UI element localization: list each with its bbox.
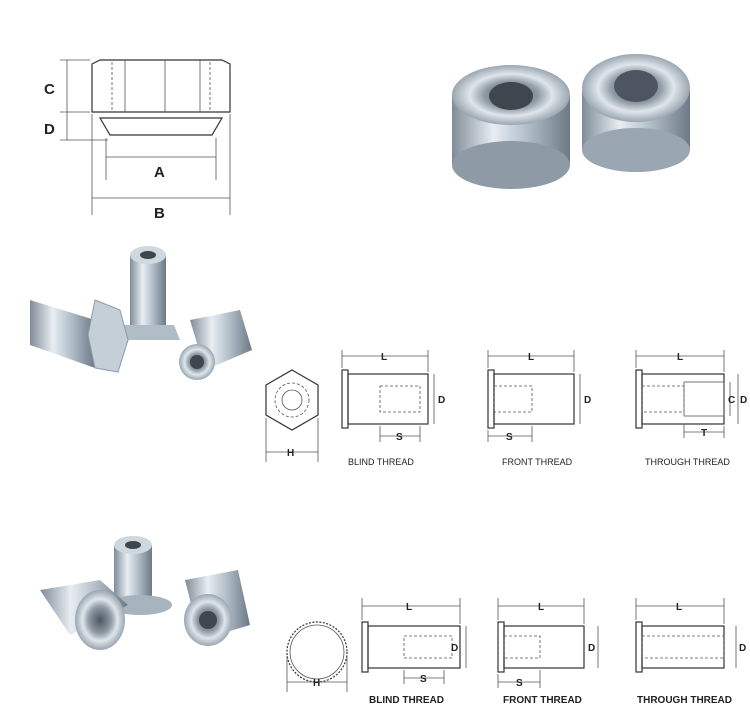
dimension-label: THROUGH THREAD xyxy=(637,695,732,706)
dimension-label: L xyxy=(381,352,387,363)
round-through-thread-drawing: L D THROUGH THREAD xyxy=(635,598,746,706)
dimension-label: D xyxy=(438,395,445,406)
dimension-label: D xyxy=(588,643,595,654)
self-clinching-nut-drawing: C D A B xyxy=(44,59,231,222)
hex-standoffs-photo xyxy=(30,246,252,380)
dimension-label: S xyxy=(396,432,403,443)
dimension-label: H xyxy=(287,448,294,459)
dimension-label: B xyxy=(154,205,165,222)
dimension-label: S xyxy=(420,674,427,685)
self-clinching-nuts-photo xyxy=(452,54,690,189)
hex-head-end-view: H xyxy=(265,369,319,462)
dimension-label: BLIND THREAD xyxy=(348,457,414,467)
dimension-label: D xyxy=(740,395,747,406)
round-standoffs-photo xyxy=(40,536,250,650)
round-front-thread-drawing: L D S FRONT THREAD xyxy=(497,598,599,706)
dimension-label: D xyxy=(584,395,591,406)
dimension-label: A xyxy=(154,164,165,181)
round-blind-thread-drawing: L D S BLIND THREAD xyxy=(361,598,467,706)
dimension-label: S xyxy=(516,678,523,689)
dimension-label: L xyxy=(406,602,412,613)
dimension-label: L xyxy=(538,602,544,613)
dimension-label: L xyxy=(677,352,683,363)
dimension-label: C xyxy=(44,81,55,98)
hex-front-thread-drawing: L D S FRONT THREAD xyxy=(487,350,591,467)
serrated-head-end-view: H xyxy=(286,621,348,692)
dimension-label: S xyxy=(506,432,513,443)
dimension-label: FRONT THREAD xyxy=(503,695,582,706)
dimension-label: THROUGH THREAD xyxy=(645,457,730,467)
hex-through-thread-drawing: L C D T THROUGH THREAD xyxy=(635,350,747,467)
dimension-label: FRONT THREAD xyxy=(502,457,573,467)
dimension-label: D xyxy=(739,643,746,654)
dimension-label: L xyxy=(528,352,534,363)
hex-blind-thread-drawing: L D S BLIND THREAD xyxy=(341,350,445,467)
dimension-label: D xyxy=(451,643,458,654)
dimension-label: BLIND THREAD xyxy=(369,695,444,706)
dimension-label: D xyxy=(44,121,55,138)
dimension-label: T xyxy=(701,428,707,439)
dimension-label: C xyxy=(728,395,735,406)
dimension-label: H xyxy=(313,678,320,689)
dimension-label: L xyxy=(676,602,682,613)
